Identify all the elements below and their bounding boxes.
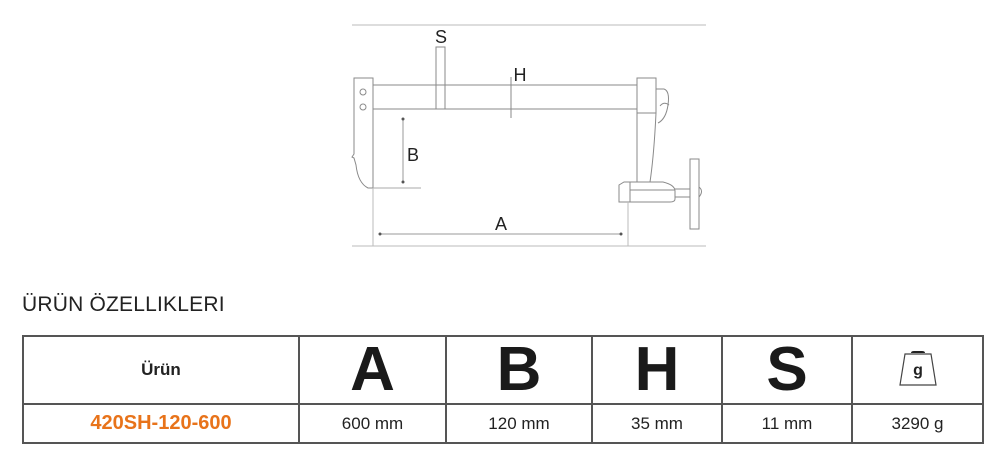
label-b: B	[407, 145, 419, 165]
cell-product: 420SH-120-600	[22, 403, 300, 444]
header-a: A	[298, 335, 447, 405]
table-row: 420SH-120-600 600 mm 120 mm 35 mm 11 mm …	[22, 403, 984, 444]
header-h: H	[591, 335, 723, 405]
cell-h: 35 mm	[591, 403, 723, 444]
header-product: Ürün	[22, 335, 300, 405]
product-code: 420SH-120-600	[90, 412, 232, 434]
cell-s: 11 mm	[721, 403, 853, 444]
weight-icon-letter: g	[913, 362, 923, 379]
header-weight: g	[851, 335, 984, 405]
cell-weight: 3290 g	[851, 403, 984, 444]
label-h: H	[514, 65, 527, 85]
label-a: A	[495, 214, 507, 234]
cell-b: 120 mm	[445, 403, 593, 444]
specs-table: Ürün A B H S g 420SH-120-600 600 mm 120 …	[22, 335, 984, 444]
clamp-diagram: S H B A	[340, 15, 720, 255]
header-b: B	[445, 335, 593, 405]
header-s: S	[721, 335, 853, 405]
label-s: S	[435, 27, 447, 47]
clamp-drawing: S H B A	[351, 24, 706, 247]
table-header-row: Ürün A B H S g	[22, 335, 984, 405]
weight-icon: g	[894, 348, 942, 393]
section-title: ÜRÜN ÖZELLIKLERI	[22, 293, 225, 316]
cell-a: 600 mm	[298, 403, 447, 444]
